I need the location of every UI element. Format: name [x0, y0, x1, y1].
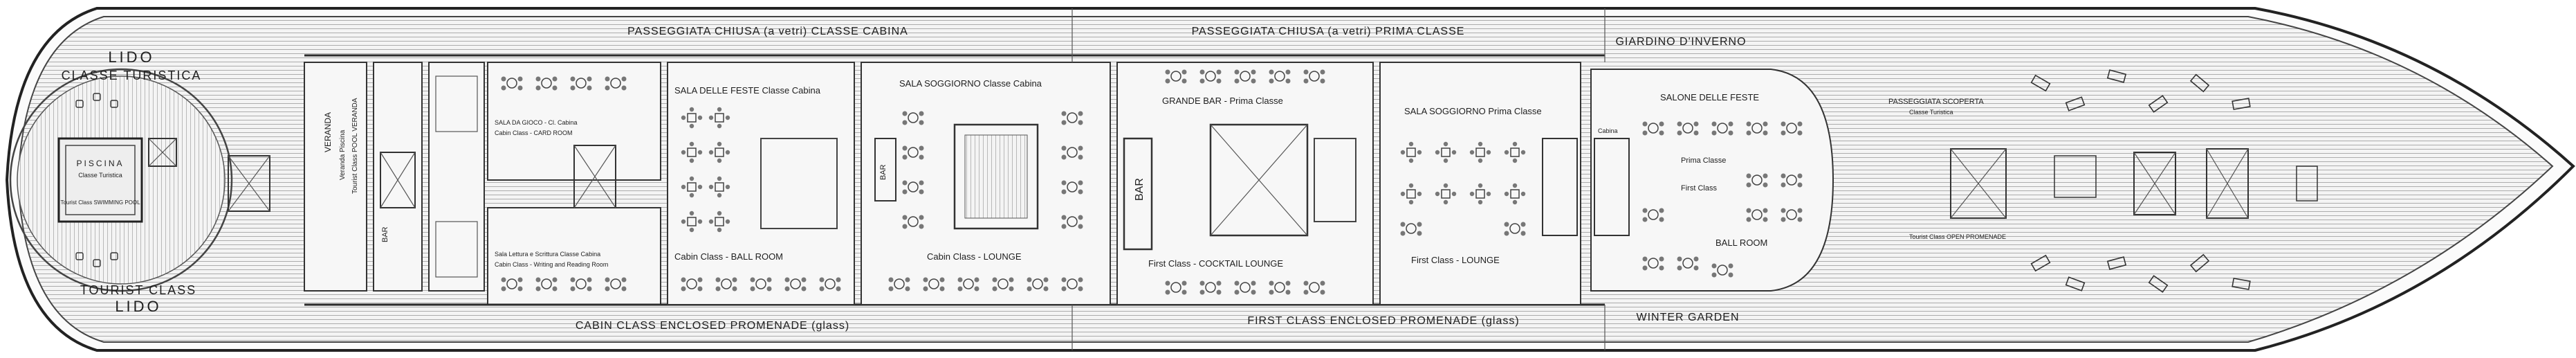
veranda-piscina-label: Veranda Piscina — [339, 129, 347, 180]
lido-bottom-label: LIDO — [115, 298, 161, 315]
bar-large-label: BAR — [1134, 178, 1146, 201]
veranda-label: VERANDA — [323, 112, 333, 152]
first-class-lounge-label: First Class - LOUNGE — [1411, 255, 1500, 265]
first-class-label: First Class — [1681, 184, 1717, 193]
card-room-label: Cabin Class - CARD ROOM — [495, 129, 573, 136]
swimming-pool-label: Tourist Class SWIMMING POOL — [60, 199, 140, 206]
card-and-writing-rooms: SALA DA GIOCO - Cl. Cabina Cabin Class -… — [487, 62, 661, 305]
sala-da-gioco-label: SALA DA GIOCO - Cl. Cabina — [495, 119, 578, 126]
swimming-pool — [57, 137, 143, 223]
open-promenade-bow: PASSEGGIATA SCOPERTA Classe Turistica To… — [1888, 69, 2318, 293]
tourist-open-promenade-label: Tourist Class OPEN PROMENADE — [1909, 233, 2006, 240]
passeggiata-scoperta-label: PASSEGGIATA SCOPERTA — [1888, 98, 1984, 106]
lido-top-label: LIDO — [108, 48, 154, 66]
pool-veranda-label: Tourist Class POOL VERANDA — [351, 98, 359, 194]
prima-classe-label: Prima Classe — [1681, 156, 1726, 165]
cabin-lounge-label: Cabin Class - LOUNGE — [927, 251, 1022, 262]
tourist-class-label: TOURIST CLASS — [80, 283, 196, 297]
salone-feste-label: SALONE DELLE FESTE — [1660, 92, 1759, 102]
cabina-small-label: Cabina — [1598, 127, 1618, 134]
lido-stern: LIDO CLASSE TURISTICA PISCINA Classe Tur… — [9, 48, 270, 315]
piscina-label: PISCINA — [76, 159, 124, 168]
cabin-class-ball-room: SALA DELLE FESTE Classe Cabina Cabin Cla… — [667, 62, 855, 305]
cabin-ball-room-label: Cabin Class - BALL ROOM — [674, 251, 783, 262]
sala-lettura-label: Sala Lettura e Scrittura Classe Cabina — [495, 251, 600, 258]
passeggiata-prima-label: PASSEGGIATA CHIUSA (a vetri) PRIMA CLASS… — [1192, 26, 1465, 37]
cabin-enclosed-promenade-label: CABIN CLASS ENCLOSED PROMENADE (glass) — [576, 320, 849, 332]
cocktail-lounge-label: First Class - COCKTAIL LOUNGE — [1148, 258, 1283, 269]
ball-room-label: BALL ROOM — [1715, 238, 1767, 248]
cabin-class-lounge: BAR SALA SOGGIORNO Classe Cabina Cabin C… — [861, 62, 1111, 305]
grande-bar-label: GRANDE BAR - Prima Classe — [1162, 96, 1283, 106]
classe-turistica-label: CLASSE TURISTICA — [62, 69, 202, 82]
pool-veranda: VERANDA Veranda Piscina Tourist Class PO… — [304, 62, 485, 292]
classe-turistica-prom-label: Classe Turistica — [1909, 109, 1953, 116]
first-class-ball-room: Cabina SALONE DELLE FESTE Prima Classe F… — [1590, 69, 1834, 292]
writing-room-label: Cabin Class - Writing and Reading Room — [495, 261, 608, 268]
passeggiata-cabina-label: PASSEGGIATA CHIUSA (a vetri) CLASSE CABI… — [627, 26, 908, 37]
winter-garden-label: WINTER GARDEN — [1637, 312, 1740, 323]
piscina-class-label: Classe Turistica — [78, 172, 122, 179]
first-enclosed-promenade-label: FIRST CLASS ENCLOSED PROMENADE (glass) — [1247, 315, 1519, 327]
first-class-cocktail-lounge: BAR GRANDE BAR - Prima Classe First Clas… — [1116, 62, 1374, 305]
sala-feste-cabina-label: SALA DELLE FESTE Classe Cabina — [674, 85, 821, 96]
bar-cabin-label: BAR — [879, 164, 887, 180]
bar-stern-label: BAR — [381, 226, 389, 242]
sala-soggiorno-prima-label: SALA SOGGIORNO Prima Classe — [1404, 106, 1542, 116]
first-class-lounge: SALA SOGGIORNO Prima Classe First Class … — [1379, 62, 1581, 305]
sala-soggiorno-cabina-label: SALA SOGGIORNO Classe Cabina — [899, 78, 1042, 89]
giardino-label: GIARDINO D'INVERNO — [1615, 36, 1746, 48]
